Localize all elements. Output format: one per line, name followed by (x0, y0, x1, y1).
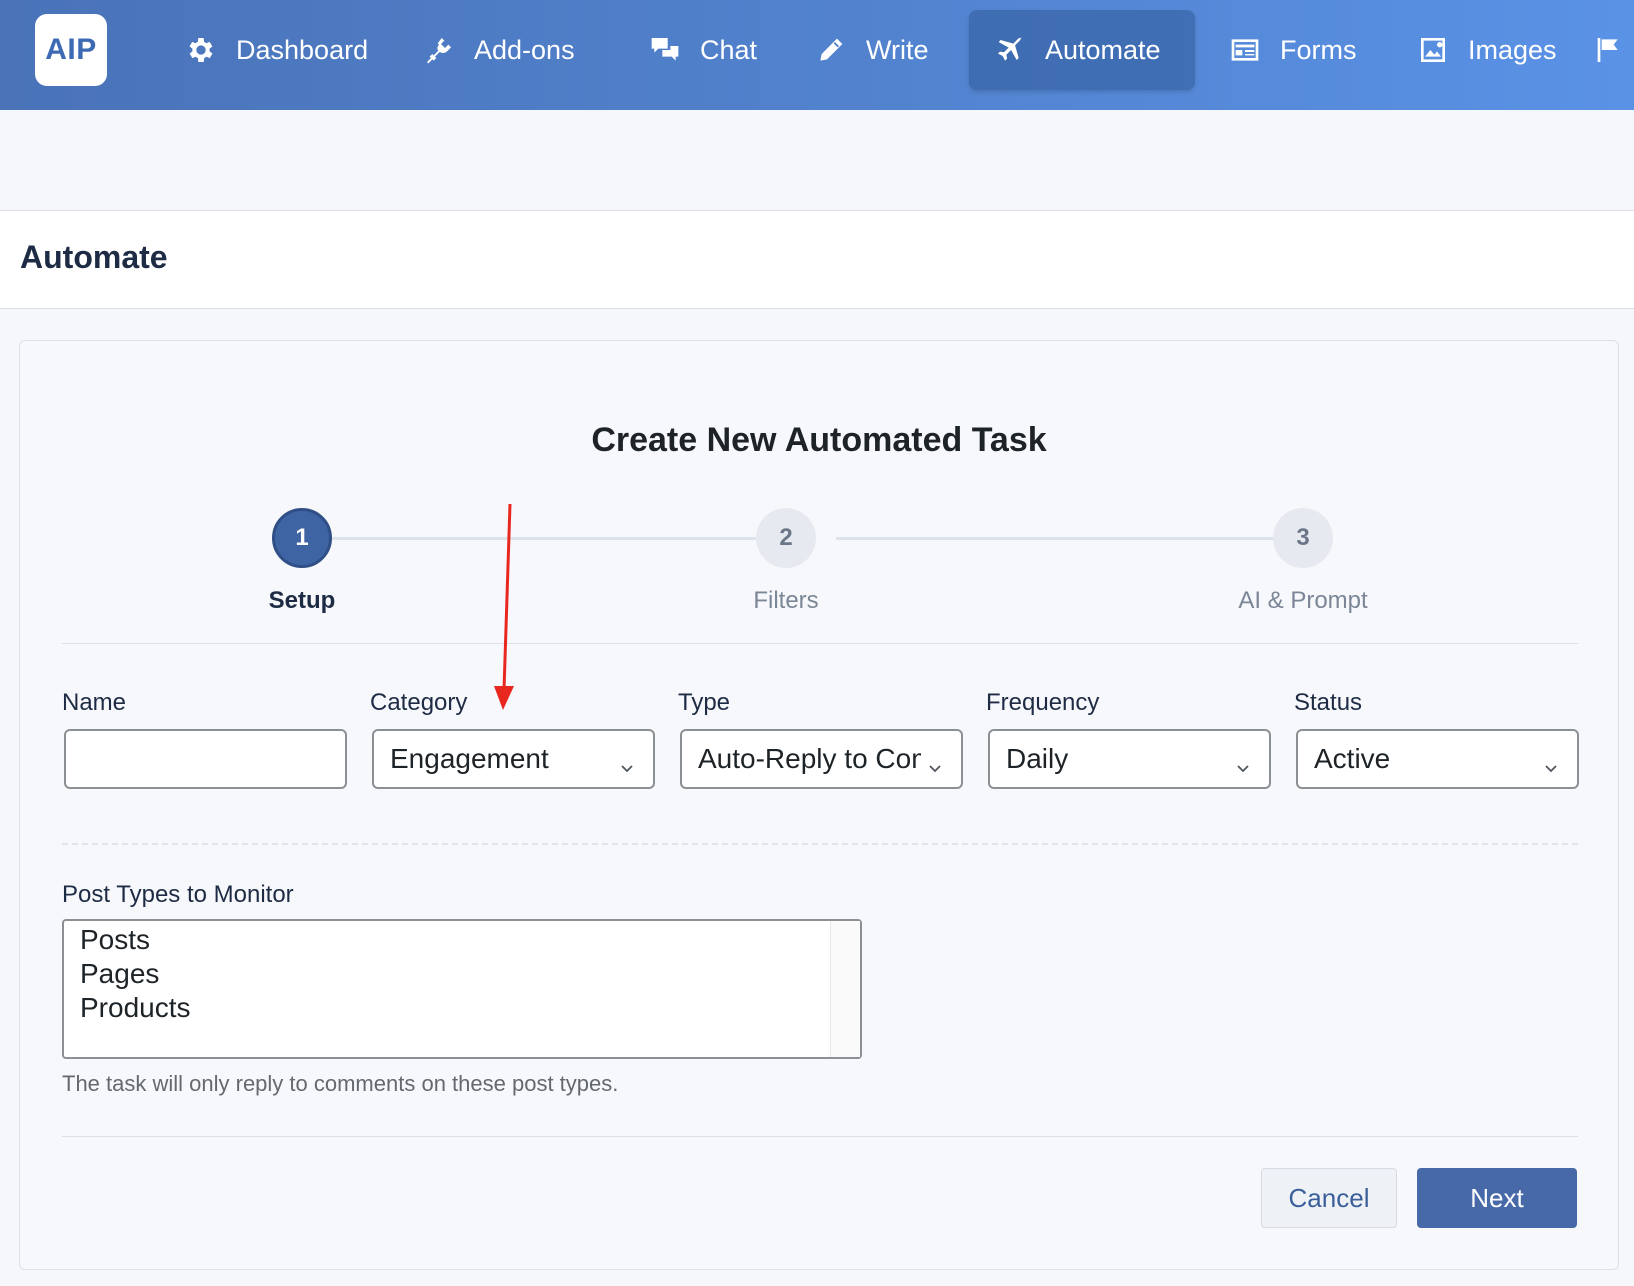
step-1-indicator[interactable]: 1 (272, 508, 332, 568)
category-select[interactable]: Engagement (372, 729, 655, 789)
type-label: Type (678, 689, 731, 716)
section-divider (62, 643, 1578, 644)
aip-logo[interactable]: AIP (35, 14, 107, 86)
sub-header-strip (0, 110, 1634, 211)
frequency-value: Daily (1006, 743, 1069, 774)
step-2-label: Filters (753, 587, 819, 614)
create-task-card: Create New Automated Task 1 2 3 Setup Fi… (19, 340, 1619, 1270)
post-type-option[interactable]: Products (80, 992, 191, 1023)
footer-divider (62, 1136, 1578, 1137)
chat-icon (648, 33, 682, 67)
plane-icon (993, 33, 1027, 67)
post-types-listbox[interactable]: Posts Pages Products (62, 919, 862, 1059)
chevron-down-icon (619, 751, 635, 773)
listbox-scrollbar[interactable] (830, 921, 860, 1057)
page-header: Automate (0, 211, 1634, 309)
page-title: Automate (20, 239, 168, 275)
category-label: Category (370, 689, 468, 716)
flag-icon (1590, 33, 1624, 67)
nav-label: Forms (1280, 34, 1357, 65)
status-value: Active (1314, 743, 1391, 774)
chevron-down-icon (927, 751, 943, 773)
name-label: Name (62, 689, 127, 716)
status-select[interactable]: Active (1296, 729, 1579, 789)
gear-icon (184, 33, 218, 67)
nav-label: Images (1468, 34, 1557, 65)
nav-item-add-ons[interactable]: Add-ons (398, 10, 599, 90)
name-input[interactable] (64, 729, 347, 789)
step-3-indicator[interactable]: 3 (1273, 508, 1333, 568)
form-icon (1228, 33, 1262, 67)
step-1-label: Setup (268, 587, 336, 614)
post-types-label: Post Types to Monitor (62, 881, 294, 908)
nav-item-forms[interactable]: Forms (1204, 10, 1381, 90)
nav-item-chat[interactable]: Chat (624, 10, 781, 90)
plug-icon (422, 33, 456, 67)
cancel-button[interactable]: Cancel (1261, 1168, 1397, 1228)
section-divider-dashed (62, 843, 1578, 845)
nav-item-automate[interactable]: Automate (969, 10, 1195, 90)
next-button[interactable]: Next (1417, 1168, 1577, 1228)
nav-item-images[interactable]: Images (1392, 10, 1581, 90)
step-3-label: AI & Prompt (1238, 587, 1368, 614)
annotation-arrow (494, 503, 514, 710)
image-icon (1416, 33, 1450, 67)
step-connector (836, 537, 1292, 540)
nav-item-write[interactable]: Write (790, 10, 953, 90)
nav-label: Write (866, 34, 929, 65)
type-select[interactable]: Auto-Reply to Comments (680, 729, 963, 789)
category-value: Engagement (390, 743, 549, 774)
nav-label: Automate (1045, 34, 1161, 65)
nav-item-overflow[interactable] (1590, 10, 1624, 90)
step-2-indicator[interactable]: 2 (756, 508, 816, 568)
chevron-down-icon (1543, 751, 1559, 773)
top-navigation: AIP Dashboard Add-ons Chat Write Automat… (0, 0, 1634, 110)
frequency-label: Frequency (986, 689, 1100, 716)
step-connector (302, 537, 776, 540)
pencil-icon (814, 33, 848, 67)
status-label: Status (1294, 689, 1363, 716)
nav-label: Add-ons (474, 34, 575, 65)
wizard-title: Create New Automated Task (591, 421, 1047, 459)
nav-label: Chat (700, 34, 758, 65)
nav-label: Dashboard (236, 34, 369, 65)
nav-item-dashboard[interactable]: Dashboard (160, 10, 392, 90)
post-types-help-text: The task will only reply to comments on … (62, 1071, 619, 1096)
post-type-option[interactable]: Posts (80, 924, 151, 955)
type-value: Auto-Reply to Comments (698, 743, 921, 774)
frequency-select[interactable]: Daily (988, 729, 1271, 789)
post-type-option[interactable]: Pages (80, 958, 160, 989)
chevron-down-icon (1235, 751, 1251, 773)
